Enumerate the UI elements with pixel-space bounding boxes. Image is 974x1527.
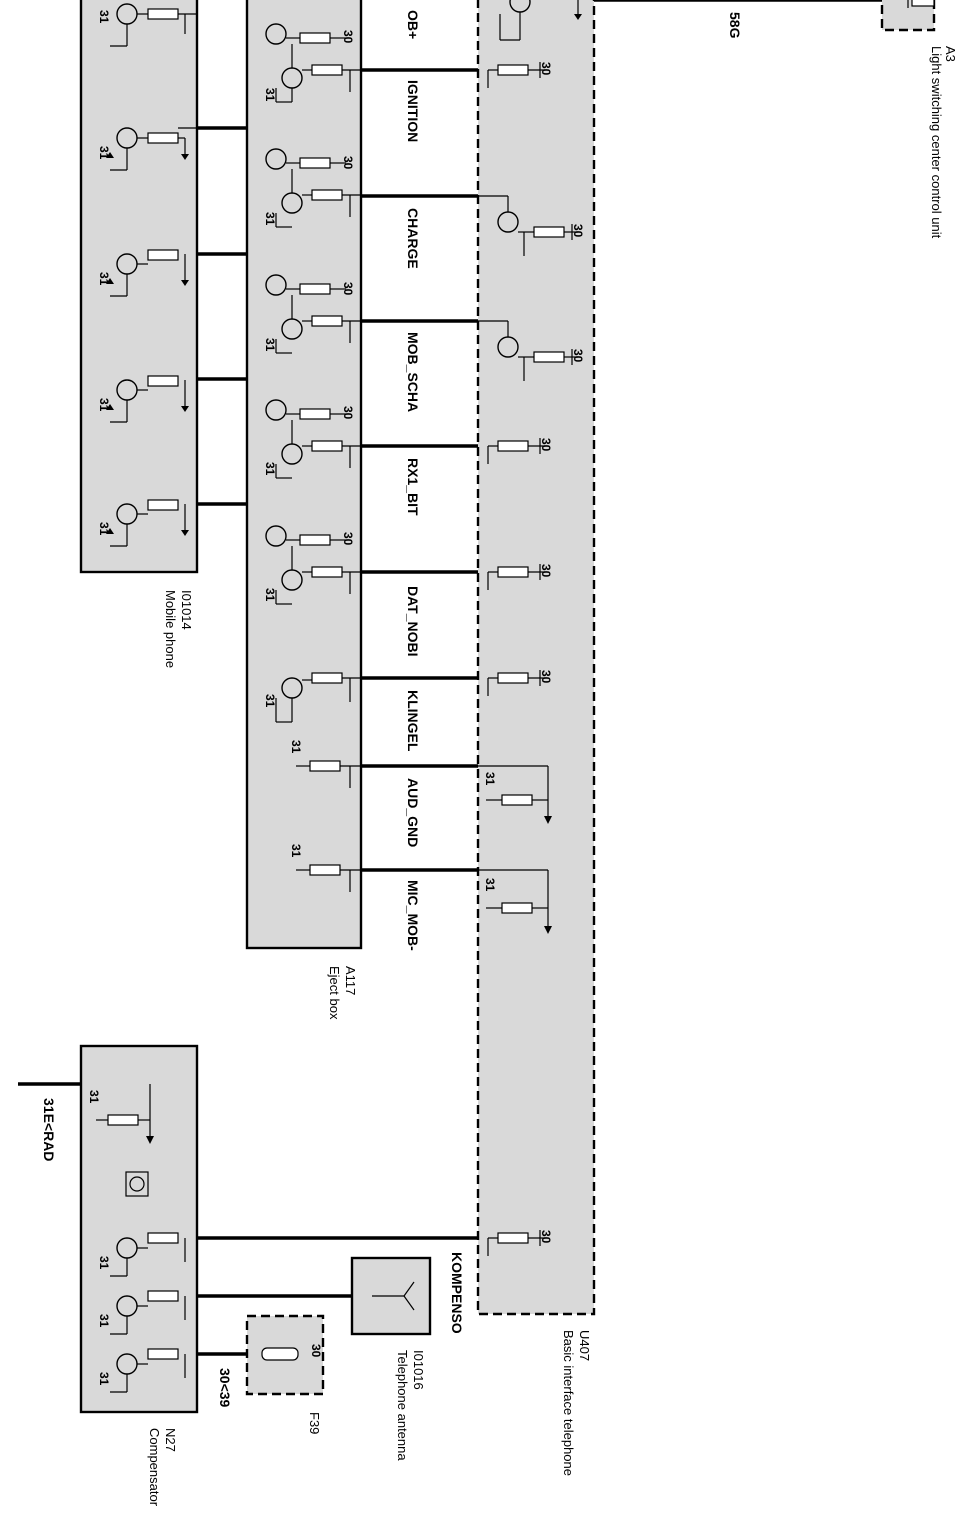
eject-box-id: A117 (343, 966, 358, 995)
signal-label-rx1-bit: RX1_BIT (405, 458, 421, 516)
svg-text:31: 31 (483, 878, 497, 892)
svg-text:30: 30 (539, 1230, 553, 1244)
svg-text:31: 31 (263, 588, 277, 602)
fuse-element-icon (261, 1347, 299, 1361)
svg-text:31: 31 (97, 272, 111, 286)
basic-interface-id: U407 (577, 1330, 592, 1361)
svg-text:30: 30 (539, 438, 553, 452)
basic-interface-circuit (478, 62, 578, 1256)
signal-label-kompenso: KOMPENSO (449, 1252, 465, 1334)
svg-text:31: 31 (263, 462, 277, 476)
signal-label-dat-nobi: DAT_NOBI (405, 586, 421, 657)
svg-text:30: 30 (341, 406, 355, 420)
svg-text:30: 30 (341, 156, 355, 170)
svg-text:31: 31 (97, 522, 111, 536)
terminal-30-labels: 30 30 30 30 30 30 30 30 30 30 30 30 (341, 30, 585, 1244)
svg-text:30: 30 (341, 532, 355, 546)
mobile-phone-circuit (106, 3, 197, 547)
fuse-id: F39 (307, 1412, 322, 1434)
svg-text:30: 30 (341, 282, 355, 296)
basic-interface-box (476, 0, 596, 1316)
svg-text:31: 31 (263, 694, 277, 708)
signal-label-klingel: KLINGEL (405, 690, 421, 752)
svg-text:31: 31 (289, 844, 303, 858)
mobile-phone-box (79, 0, 199, 574)
svg-text:31: 31 (289, 740, 303, 754)
svg-text:31: 31 (97, 1314, 111, 1328)
eject-box-name: Eject box (327, 966, 342, 1020)
svg-text:31: 31 (97, 10, 111, 24)
wire-label-30-39: 30<39 (217, 1368, 233, 1408)
svg-text:31: 31 (263, 338, 277, 352)
svg-text:31: 31 (263, 212, 277, 226)
compensator-circuit (96, 1084, 186, 1393)
eject-box-circuit (265, 23, 361, 892)
svg-text:30: 30 (571, 349, 585, 363)
terminal-31-labels: 31 31 31 31 31 31 31 31 31 31 31 31 31 3… (87, 10, 497, 1386)
svg-text:30: 30 (341, 30, 355, 44)
svg-text:31: 31 (97, 1372, 111, 1386)
mobile-phone-name: Mobile phone (163, 590, 178, 668)
wire-label-58g: 58G (727, 12, 743, 39)
basic-interface-name: Basic interface telephone (561, 1330, 576, 1476)
a3-name: Light switching center control unit (929, 46, 944, 239)
svg-text:31: 31 (483, 772, 497, 786)
antenna-id: I01016 (411, 1350, 426, 1390)
svg-text:31: 31 (97, 398, 111, 412)
svg-text:31: 31 (87, 1090, 101, 1104)
svg-text:30: 30 (539, 62, 553, 76)
svg-text:31: 31 (97, 146, 111, 160)
signal-label-mic-mob: MIC_MOB- (405, 880, 421, 951)
svg-text:31: 31 (263, 88, 277, 102)
compensator-name: Compensator (147, 1428, 162, 1507)
signal-label-ignition: IGNITION (405, 80, 421, 142)
signal-label-aud-gnd: AUD_GND (405, 778, 421, 847)
signal-label-mob-scha: MOB_SCHA (405, 332, 421, 412)
wire-label-31e-rad: 31E<RAD (41, 1098, 57, 1161)
svg-text:31: 31 (97, 1256, 111, 1270)
compensator-symbol-icon (125, 1171, 149, 1197)
wires (18, 68, 478, 1356)
svg-text:30: 30 (539, 670, 553, 684)
mobile-phone-id: I01014 (179, 590, 194, 630)
a3-id: A3 (943, 46, 958, 62)
svg-text:30: 30 (539, 564, 553, 578)
svg-text:30: 30 (571, 224, 585, 238)
signal-label-charge: CHARGE (405, 208, 421, 269)
fuse-rating: 30 (309, 1344, 323, 1358)
signal-label-ob: OB+ (405, 10, 421, 39)
antenna-icon (372, 1281, 415, 1311)
compensator-id: N27 (163, 1428, 178, 1452)
antenna-name: Telephone antenna (395, 1350, 410, 1461)
